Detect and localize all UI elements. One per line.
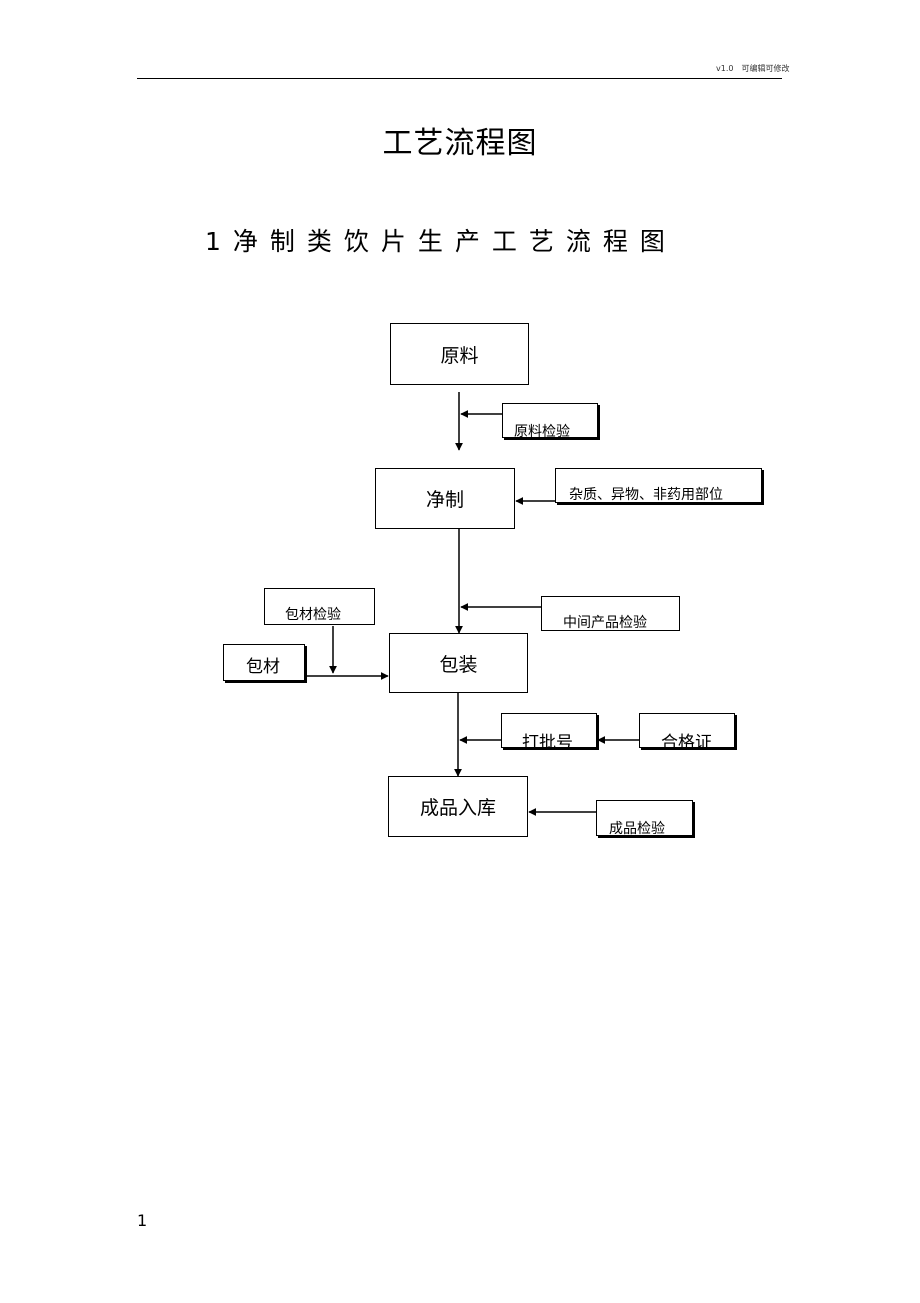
box-batch-number: 打批号 (501, 713, 597, 753)
header-note: v1.0 可编辑可修改 (716, 64, 790, 73)
box-raw-material-inspection: 原料检验 (502, 403, 598, 440)
finished-inspection-label: 成品检验 (609, 821, 665, 837)
step-purification: 净制 (375, 468, 515, 529)
step-purification-label: 净制 (425, 489, 464, 511)
packaging-material-inspection-label: 包材检验 (285, 607, 341, 623)
box-packaging-material: 包材 (223, 644, 305, 681)
step-finished-storage: 成品入库 (388, 776, 528, 837)
batch-number-label: 打批号 (522, 733, 573, 753)
intermediate-inspection-label: 中间产品检验 (563, 615, 647, 631)
box-impurities: 杂质、异物、非药用部位 (555, 468, 762, 503)
section-title: 1净制类饮片生产工艺流程图 (205, 227, 677, 256)
raw-material-inspection-label: 原料检验 (514, 424, 570, 440)
box-finished-inspection: 成品检验 (596, 800, 693, 837)
step-raw-material: 原料 (390, 323, 529, 385)
page-number: 1 (137, 1211, 148, 1230)
packaging-material-label: 包材 (246, 657, 280, 677)
step-packaging: 包装 (389, 633, 528, 693)
impurities-label: 杂质、异物、非药用部位 (569, 487, 723, 503)
step-packaging-label: 包装 (439, 653, 478, 676)
box-intermediate-inspection: 中间产品检验 (541, 596, 680, 631)
certificate-label: 合格证 (661, 733, 712, 753)
step-raw-material-label: 原料 (440, 344, 479, 367)
step-finished-storage-label: 成品入库 (419, 797, 496, 819)
box-certificate: 合格证 (639, 713, 735, 753)
header-rule (137, 78, 782, 79)
box-packaging-material-inspection: 包材检验 (264, 588, 375, 625)
document-title: 工艺流程图 (382, 126, 538, 161)
